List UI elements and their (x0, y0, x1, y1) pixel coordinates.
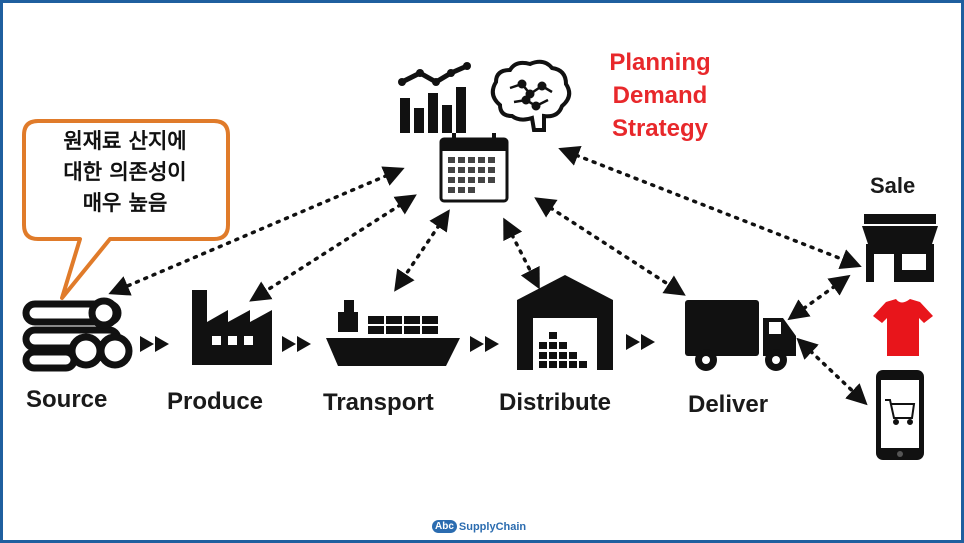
factory-icon (192, 290, 272, 365)
chevron-transport-distribute (470, 336, 499, 352)
dotted-connectors (108, 146, 868, 406)
shopping-cart-icon (885, 399, 916, 425)
planning-line: Strategy (611, 115, 709, 142)
connector-transport (394, 209, 450, 292)
logo-text: SupplyChain (458, 520, 527, 533)
chevron-source-produce (140, 336, 169, 352)
connector-sale (558, 146, 862, 269)
flow-chevrons (140, 334, 655, 352)
callout-text: 원재료 산지에 대한 의존성이 매우 높음 (20, 126, 230, 219)
stage-label-transport: Transport (323, 389, 434, 416)
planning-line: Planning (609, 49, 711, 76)
connector-deliver-phone (796, 337, 868, 406)
callout-line: 대한 의존성이 (63, 160, 187, 184)
logo-badge: Abc (432, 520, 457, 533)
storefront-icon (862, 214, 938, 282)
stage-label-source: Source (26, 386, 108, 413)
callout-line: 매우 높음 (82, 191, 168, 215)
stage-label-deliver: Deliver (688, 391, 769, 418)
callout-line: 원재료 산지에 (63, 129, 187, 153)
connector-deliver-store (787, 274, 851, 321)
brain-icon (490, 59, 572, 132)
raw-materials-logs-icon (22, 297, 133, 372)
chevron-distribute-deliver (626, 334, 655, 350)
stage-label-sale: Sale (870, 173, 916, 198)
connector-produce (249, 194, 417, 302)
tshirt-icon (873, 299, 933, 356)
planning-line: Demand (612, 82, 708, 109)
analytics-chart-icon (398, 62, 471, 133)
stage-label-produce: Produce (167, 388, 264, 415)
connector-source (108, 166, 405, 296)
calendar-icon (439, 133, 509, 203)
chevron-produce-transport (282, 336, 311, 352)
abc-supplychain-logo: Abc SupplyChain (432, 520, 526, 533)
connector-distribute (503, 217, 540, 290)
planning-label: Planning Demand Strategy (560, 46, 760, 145)
delivery-truck-icon (685, 300, 796, 371)
smartphone-shopping-icon (876, 370, 924, 460)
warehouse-icon (517, 275, 613, 370)
cargo-ship-icon (326, 300, 460, 366)
stage-label-distribute: Distribute (499, 389, 612, 416)
